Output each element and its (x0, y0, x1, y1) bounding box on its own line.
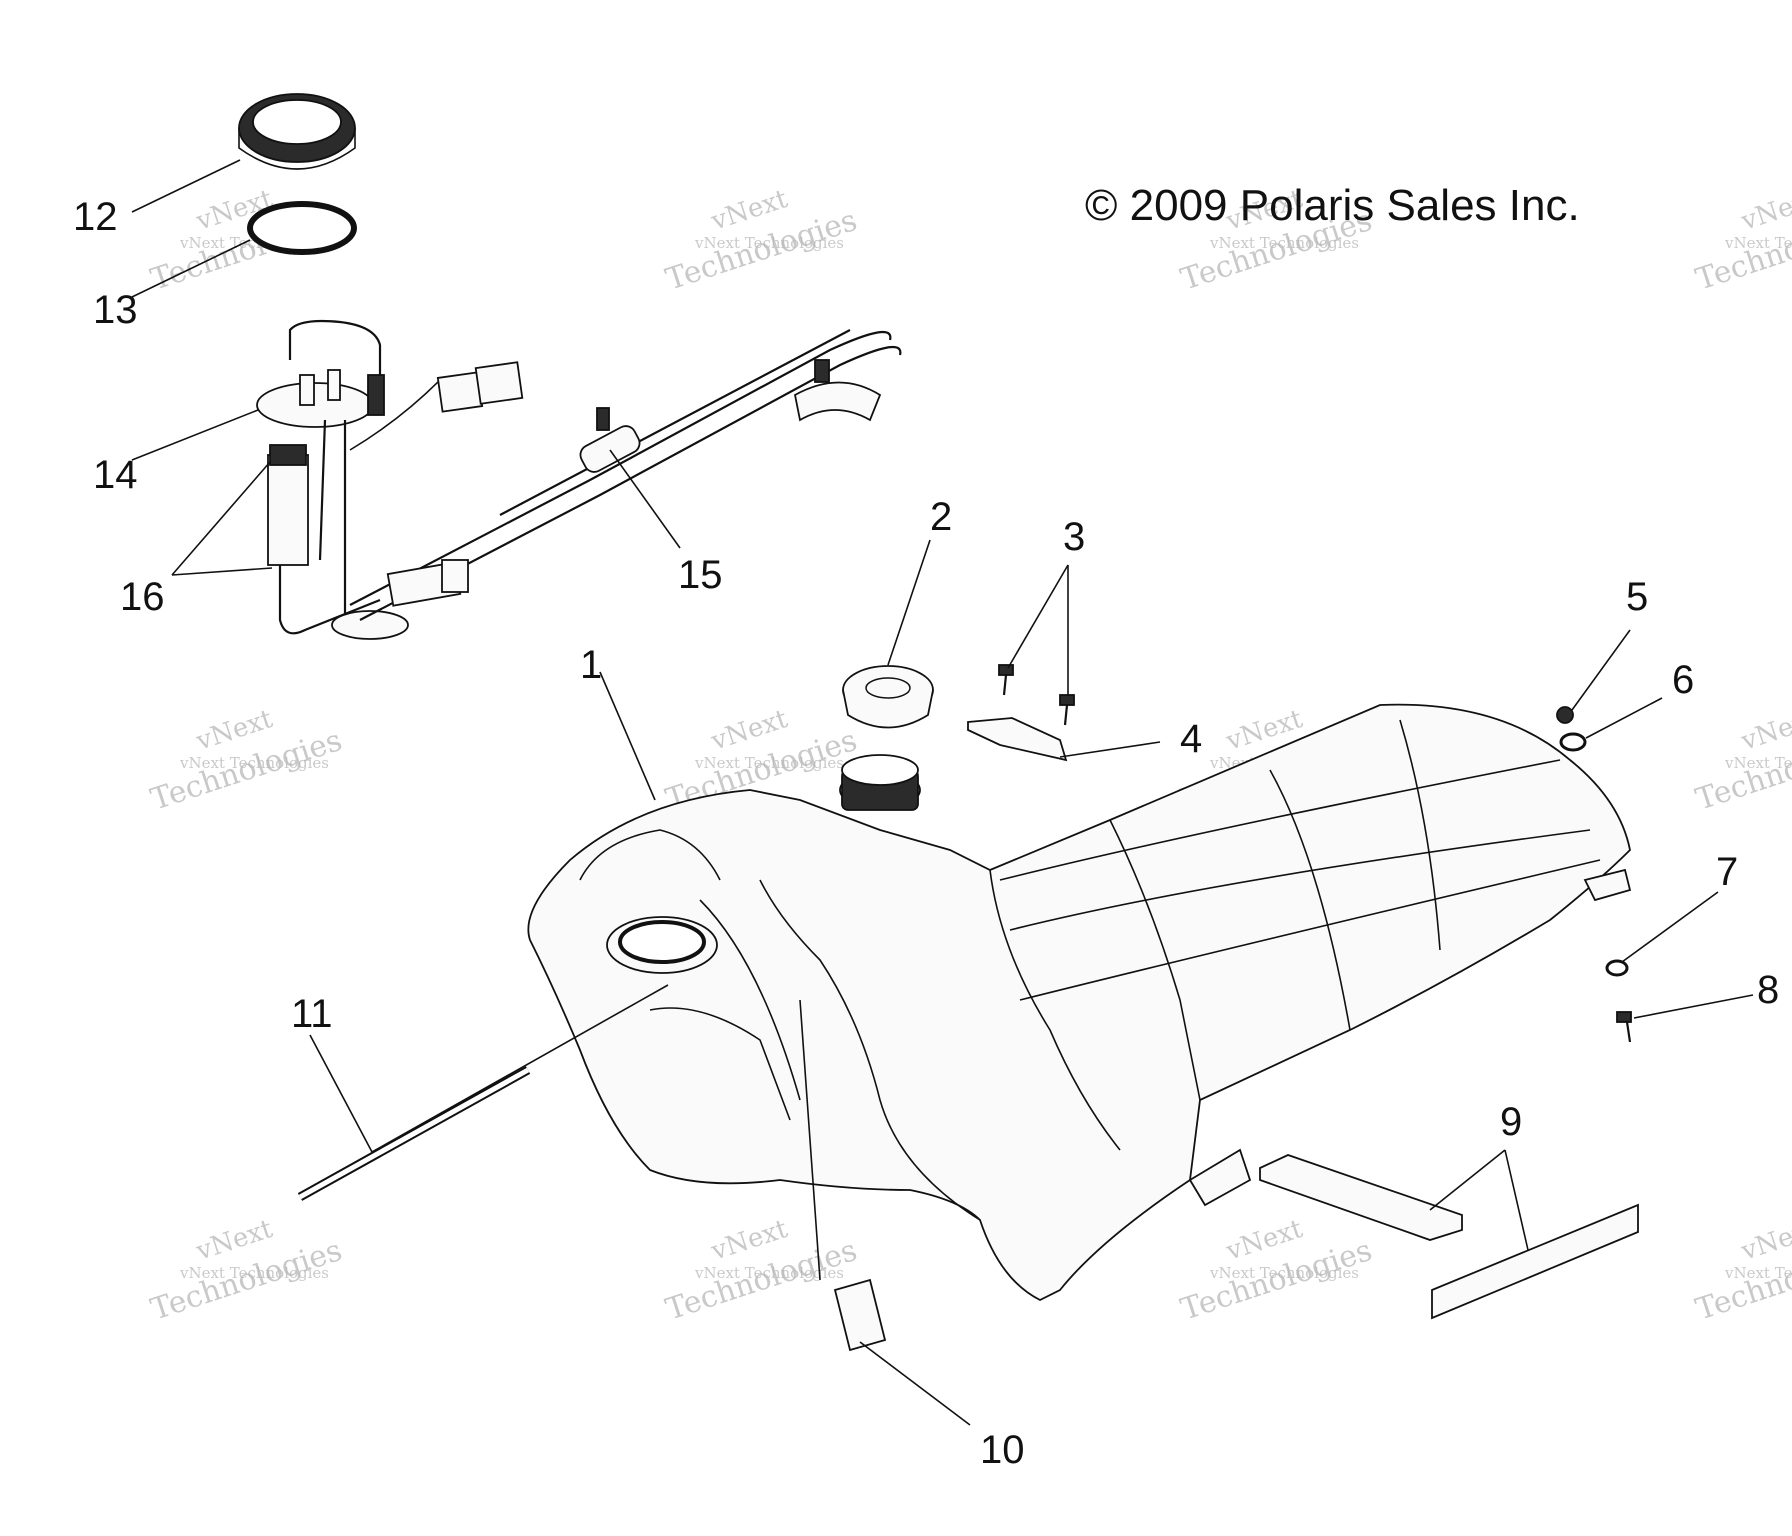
part-screws (998, 664, 1075, 726)
part-strips (1259, 1154, 1639, 1320)
watermark: vNext vNext Technologies Technologies (662, 1214, 862, 1328)
part-rod (297, 1066, 531, 1201)
leader-lines (131, 159, 1754, 1426)
part-washer (1559, 732, 1587, 752)
leader-line (131, 239, 251, 298)
leader-line (609, 449, 681, 549)
watermark: vNext vNext Technologies Technologies (147, 1214, 347, 1328)
part-fuel-tank (527, 703, 1632, 1302)
part-fuel-line (349, 329, 902, 621)
part-lock-ring (238, 93, 356, 170)
leader-line (131, 159, 241, 213)
leader-line (1633, 994, 1754, 1019)
callout-4: 4 (1180, 717, 1202, 761)
watermark: vNext vNext Technologies Technologies (662, 184, 862, 298)
part-fuel-pump-assembly (256, 319, 441, 640)
callouts: 12 13 14 16 15 1 2 3 4 5 6 7 8 9 11 10 (73, 195, 1779, 1472)
part-bolt (1616, 1011, 1632, 1043)
part-washer-small (1605, 959, 1629, 977)
callout-7: 7 (1716, 850, 1738, 894)
watermark: vNext vNext Technologies Technologies (1692, 704, 1792, 818)
part-fuel-cap (842, 665, 934, 729)
svg-text:vNext Technologies: vNext Technologies (179, 754, 329, 772)
leader-line (1429, 1149, 1506, 1211)
callout-16: 16 (120, 575, 165, 619)
leader-line (1504, 1149, 1529, 1251)
part-seal (247, 201, 357, 255)
svg-text:vNext Technologies: vNext Technologies (1724, 754, 1792, 772)
leader-line (171, 461, 271, 576)
svg-text:vNext Technologies: vNext Technologies (1724, 1264, 1792, 1282)
callout-5: 5 (1626, 575, 1648, 619)
svg-text:vNext: vNext (1737, 1214, 1792, 1267)
svg-text:vNext Technologies: vNext Technologies (694, 1264, 844, 1282)
callout-13: 13 (93, 288, 138, 332)
part-bracket (967, 717, 1068, 762)
svg-text:vNext Technologies: vNext Technologies (1209, 1264, 1359, 1282)
svg-text:vNext Technologies: vNext Technologies (694, 754, 844, 772)
part-nut (1556, 706, 1574, 724)
leader-line (799, 999, 821, 1281)
leader-line (371, 984, 669, 1153)
callout-2: 2 (930, 495, 952, 539)
leader-line (859, 1341, 971, 1426)
svg-text:vNext Technologies: vNext Technologies (1724, 234, 1792, 252)
leader-line (131, 409, 259, 461)
part-pad (833, 1278, 887, 1352)
leader-line (1621, 891, 1719, 963)
svg-text:vNext Technologies: vNext Technologies (179, 1264, 329, 1282)
watermark: vNext vNext Technologies Technologies (1177, 1214, 1377, 1328)
svg-text:vNext: vNext (1737, 184, 1792, 237)
leader-line (1059, 741, 1161, 758)
callout-9: 9 (1500, 1100, 1522, 1144)
svg-text:vNext: vNext (1737, 704, 1792, 757)
watermark: vNext vNext Technologies Technologies (1692, 1214, 1792, 1328)
watermark: vNext vNext Technologies Technologies (1692, 184, 1792, 298)
part-connector (436, 361, 524, 413)
watermark: vNext vNext Technologies Technologies (147, 704, 347, 818)
callout-11: 11 (291, 992, 333, 1036)
leader-line (309, 1034, 373, 1153)
callout-15: 15 (678, 553, 723, 597)
callout-10: 10 (980, 1428, 1025, 1472)
callout-6: 6 (1672, 658, 1694, 702)
svg-text:vNext Technologies: vNext Technologies (694, 234, 844, 252)
callout-3: 3 (1063, 515, 1085, 559)
leader-line (1007, 564, 1069, 669)
leader-line (887, 539, 931, 666)
leader-line (1571, 629, 1631, 711)
callout-1: 1 (580, 643, 602, 687)
leader-line (1585, 697, 1663, 739)
leader-line (599, 671, 656, 801)
copyright-notice: © 2009 Polaris Sales Inc. (1085, 181, 1580, 230)
svg-text:vNext Technologies: vNext Technologies (1209, 234, 1359, 252)
callout-14: 14 (93, 453, 138, 497)
callout-8: 8 (1757, 968, 1779, 1012)
callout-12: 12 (73, 195, 118, 239)
leader-line (171, 567, 273, 576)
